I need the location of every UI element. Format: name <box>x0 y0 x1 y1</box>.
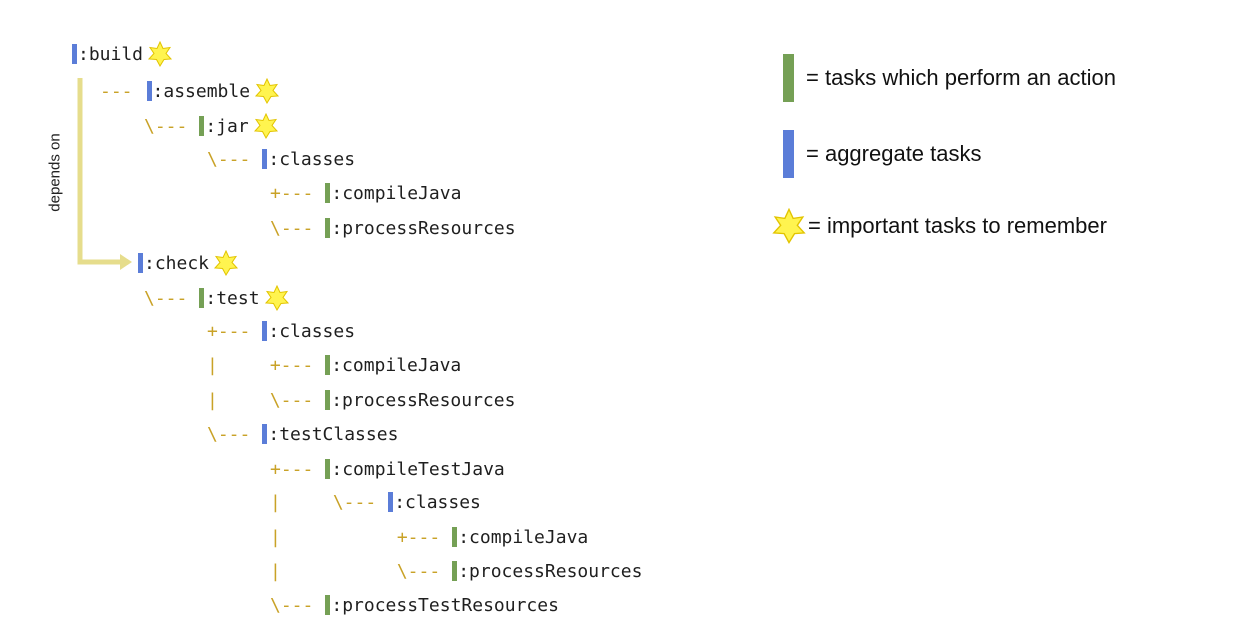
tree-row: | \--- :processResources <box>270 558 642 584</box>
tree-row: \--- :processTestResources <box>270 592 559 618</box>
action-marker <box>325 218 331 238</box>
tree-row: :build <box>72 40 173 68</box>
tree-row: --- :assemble <box>82 77 280 105</box>
star-icon <box>264 284 290 312</box>
depends-on-arrow <box>77 78 132 270</box>
task-label: :processResources <box>331 217 516 239</box>
task-label: :compileJava <box>331 182 462 204</box>
tree-connector: | <box>207 354 218 376</box>
task-label: :jar <box>205 115 249 137</box>
tree-connector: \--- <box>269 389 314 411</box>
task-label: :build <box>78 43 144 65</box>
tree-connector: \--- <box>270 594 314 616</box>
star-icon <box>770 207 808 245</box>
tree-connector: | <box>207 389 218 411</box>
task-label: :assemble <box>152 80 251 102</box>
task-label: :processResources <box>331 389 516 411</box>
star-icon <box>213 249 239 277</box>
tree-row: | \--- :classes <box>270 489 481 515</box>
task-label: :test <box>205 287 260 309</box>
action-marker <box>199 116 205 136</box>
task-label: :classes <box>268 320 356 342</box>
tree-connector: +--- <box>396 526 441 548</box>
task-label: :compileJava <box>331 354 462 376</box>
task-label: :processResources <box>458 560 643 582</box>
action-color-swatch <box>783 54 794 102</box>
action-marker <box>452 561 458 581</box>
action-marker <box>199 288 205 308</box>
tree-row: | \--- :processResources <box>207 387 515 413</box>
tree-row: +--- :compileJava <box>270 180 461 206</box>
tree-row: \--- :jar <box>144 112 279 140</box>
action-marker <box>452 527 458 547</box>
tree-connector: --- <box>100 80 133 102</box>
aggregate-color-swatch <box>783 130 794 178</box>
legend-item-action: = tasks which perform an action <box>770 54 1116 102</box>
aggregate-marker <box>72 44 77 64</box>
task-label: :check <box>144 252 210 274</box>
tree-row: \--- :classes <box>207 146 355 172</box>
tree-row: :check <box>138 249 239 277</box>
task-label: :testClasses <box>268 423 399 445</box>
tree-connector: +--- <box>207 320 251 342</box>
tree-connector: \--- <box>332 491 377 513</box>
task-label: :classes <box>394 491 481 513</box>
tree-row: | +--- :compileJava <box>270 524 588 550</box>
tree-connector: | <box>270 526 281 548</box>
legend-aggregate-text: = aggregate tasks <box>806 141 982 166</box>
aggregate-marker <box>388 492 394 512</box>
tree-row: +--- :classes <box>207 318 355 344</box>
action-marker <box>325 355 331 375</box>
action-marker <box>325 595 331 615</box>
legend-item-important: = important tasks to remember <box>770 207 1107 245</box>
tree-row: \--- :testClasses <box>207 421 398 447</box>
action-marker <box>325 459 331 479</box>
aggregate-marker <box>262 321 268 341</box>
action-marker <box>325 390 331 410</box>
tree-connector: \--- <box>207 423 251 445</box>
tree-connector: \--- <box>396 560 441 582</box>
task-label: :compileTestJava <box>331 458 505 480</box>
legend-important-text: = important tasks to remember <box>808 213 1107 238</box>
aggregate-marker <box>138 253 143 273</box>
tree-row: | +--- :compileJava <box>207 352 461 378</box>
task-tree: depends on :build --- :assemble \--- :ja… <box>46 40 642 618</box>
aggregate-marker <box>262 149 268 169</box>
star-icon <box>254 77 280 105</box>
tree-row: +--- :compileTestJava <box>270 456 505 482</box>
action-marker <box>325 183 331 203</box>
task-label: :compileJava <box>458 526 589 548</box>
tree-connector: +--- <box>270 458 314 480</box>
legend-item-aggregate: = aggregate tasks <box>770 130 982 178</box>
depends-on-label: depends on <box>46 133 64 212</box>
aggregate-marker <box>146 81 152 101</box>
tree-connector: \--- <box>144 115 188 137</box>
tree-connector: | <box>270 560 281 582</box>
tree-connector: \--- <box>207 148 251 170</box>
tree-row: \--- :test <box>144 284 290 312</box>
tree-row: \--- :processResources <box>270 215 516 241</box>
legend: = tasks which perform an action = aggreg… <box>770 40 1240 260</box>
tree-connector: +--- <box>270 182 314 204</box>
task-label: :classes <box>268 148 356 170</box>
tree-connector: \--- <box>144 287 188 309</box>
star-icon <box>253 112 279 140</box>
aggregate-marker <box>262 424 268 444</box>
tree-connector: | <box>270 491 281 513</box>
tree-connector: +--- <box>269 354 314 376</box>
task-label: :processTestResources <box>331 594 559 616</box>
tree-connector: \--- <box>270 217 314 239</box>
star-icon <box>147 40 173 68</box>
legend-action-text: = tasks which perform an action <box>806 65 1116 90</box>
